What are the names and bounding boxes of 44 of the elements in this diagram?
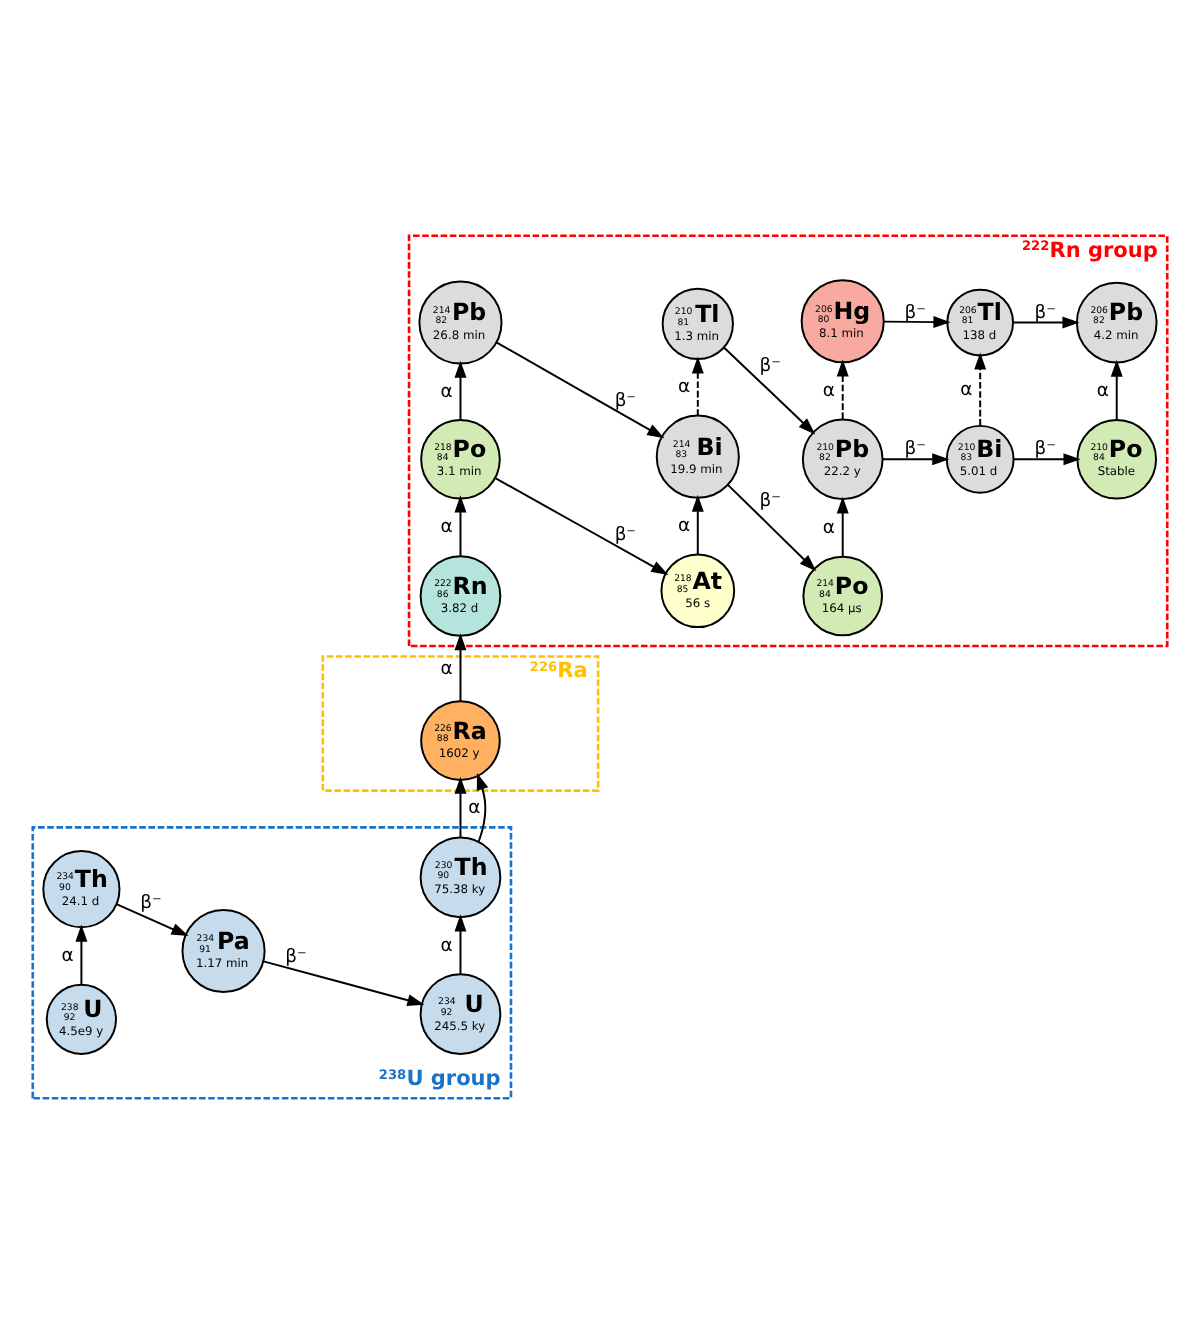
edge-label: α — [440, 515, 453, 538]
arrow — [974, 351, 987, 426]
edge-label: α — [61, 943, 74, 966]
arrow — [1012, 452, 1081, 465]
edge-label: α — [440, 656, 453, 679]
arrow — [454, 632, 467, 702]
arrow — [836, 495, 849, 557]
arrow — [454, 913, 467, 974]
arrow — [454, 771, 489, 842]
edge-label: β⁻ — [904, 300, 926, 323]
arrow — [726, 482, 817, 571]
arrow — [495, 340, 665, 438]
arrow — [1110, 358, 1123, 421]
arrow — [75, 923, 88, 985]
arrow — [493, 475, 669, 574]
edge-label: β⁻ — [1034, 300, 1056, 323]
arrow — [1011, 315, 1080, 328]
edge-label: α — [440, 933, 453, 956]
arrow — [836, 358, 849, 419]
edge-label: β⁻ — [759, 354, 781, 377]
edge-label: α — [440, 379, 453, 402]
edge-label: α — [1096, 379, 1109, 402]
arrow — [691, 355, 704, 416]
arrow — [262, 959, 425, 1006]
arrow — [882, 452, 950, 465]
edge-label: β⁻ — [140, 890, 162, 913]
edge-label: α — [677, 513, 691, 536]
edge-label: α — [822, 378, 835, 401]
edge-label: α — [677, 375, 691, 398]
arrow — [454, 359, 467, 421]
edge-label: β⁻ — [904, 437, 926, 460]
arrow — [454, 494, 467, 556]
edge-label: β⁻ — [614, 522, 637, 545]
edge-label: β⁻ — [285, 944, 307, 967]
edge-label: β⁻ — [1034, 437, 1056, 460]
arrow — [691, 493, 704, 555]
arrow — [723, 345, 816, 434]
arrow — [882, 315, 951, 328]
arrow — [115, 902, 189, 936]
edge-label: α — [822, 515, 835, 538]
edge-label: α — [960, 378, 973, 401]
edge-label: β⁻ — [614, 388, 637, 411]
edge-label: β⁻ — [759, 488, 781, 511]
edge-label: α — [468, 796, 481, 819]
